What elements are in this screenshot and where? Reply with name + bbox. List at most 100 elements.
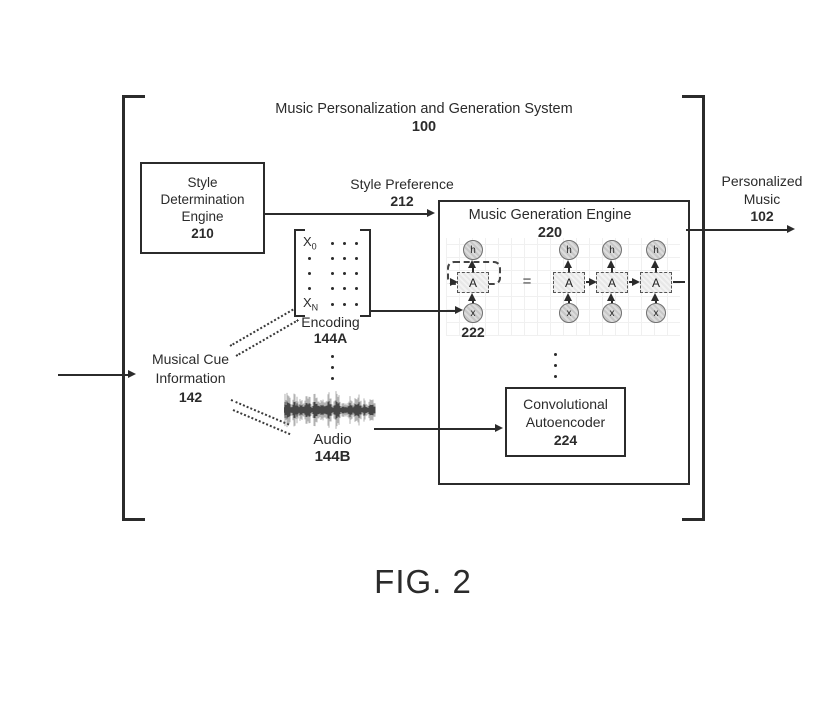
hidden-state-node: h [646,240,666,260]
input-ellipsis-dot [331,377,334,380]
arrow-a-to-h-head [564,260,572,268]
rnn-cell: A [596,272,628,293]
matrix-xn-base: X [303,295,312,310]
input-node: x [463,303,483,323]
figure-caption: FIG. 2 [374,563,472,600]
encoding-ref: 144A [313,330,348,346]
rnn-cell-label: A [607,275,616,290]
encoding-arrow-head [455,306,463,314]
arrow-a-to-h-head [651,260,659,268]
music-engine-title-block: Music Generation Engine 220 [450,206,650,242]
audio-label: Audio [313,431,352,448]
style-preference-arrow-head [427,209,435,217]
autoencoder-line2: Autoencoder [525,414,606,430]
autoencoder-ref: 224 [553,432,578,448]
matrix-dot [343,272,346,275]
rnn-unrolled-unit-1: h A x [549,240,589,324]
matrix-dot [308,272,311,275]
musical-cue-arrow-line [58,374,129,376]
arrow-x-to-a-line [568,300,570,304]
hidden-state-label: h [470,244,476,256]
input-node-label: x [609,307,615,319]
input-node: x [602,303,622,323]
audio-ref: 144B [314,448,351,465]
musical-cue-ref: 142 [178,389,203,405]
matrix-dot [331,303,334,306]
matrix-dot [331,272,334,275]
personalized-music-line1: Personalized [721,173,803,189]
hidden-state-label: h [566,244,572,256]
matrix-dot [343,303,346,306]
matrix-dot [355,242,358,245]
matrix-dot [331,257,334,260]
arrow-x-to-a-head [607,293,615,301]
musical-cue-line1: Musical Cue [151,351,230,367]
matrix-dot [343,242,346,245]
input-node: x [559,303,579,323]
input-node-label: x [653,307,659,319]
hidden-state-node: h [559,240,579,260]
rnn-cell-label: A [468,275,477,290]
matrix-dot [355,303,358,306]
arrow-a-to-h-line [611,267,613,272]
equals-sign: = [522,273,532,290]
cell-trailing-line [673,281,685,283]
rnn-ref: 222 [461,324,485,340]
rnn-cell-label: A [564,275,573,290]
matrix-dot [308,287,311,290]
autoencoder-line1: Convolutional [523,396,608,412]
audio-label-block: Audio 144B [300,431,365,465]
music-engine-title: Music Generation Engine [468,207,632,223]
matrix-x0: X0 [303,234,317,252]
audio-arrow-head [495,424,503,432]
output-arrow-head [787,225,795,233]
rnn-cell: A [553,272,585,293]
system-title: Music Personalization and Generation Sys… [275,101,573,117]
input-node-label: x [566,307,572,319]
style-preference-label: Style Preference 212 [328,176,476,210]
system-ref: 100 [411,119,437,135]
encoding-arrow-line [370,310,455,312]
hidden-state-node: h [463,240,483,260]
audio-arrow-line [374,428,495,430]
matrix-dot [331,287,334,290]
style-engine-line2: Determination [160,192,245,207]
hidden-state-node: h [602,240,622,260]
rnn-cell: A [457,272,489,293]
matrix-x0-base: X [303,234,312,249]
matrix-dot [343,287,346,290]
arrow-a-to-h-line [472,267,474,272]
rnn-unrolled-unit-2: h A x [592,240,632,324]
music-engine-ref: 220 [537,225,563,241]
engine-ellipsis-dot [554,375,557,378]
arrow-x-to-a-head [468,293,476,301]
arrow-x-to-a-head [651,293,659,301]
musical-cue-line2: Information [155,370,226,386]
rnn-cell: A [640,272,672,293]
style-preference-ref: 212 [390,193,414,209]
arrow-x-to-a-line [611,300,613,304]
rnn-cell-label: A [651,275,660,290]
input-ellipsis-dot [331,355,334,358]
system-title-block: Music Personalization and Generation Sys… [240,100,608,136]
hidden-state-label: h [653,244,659,256]
style-determination-engine-box: Style Determination Engine 210 [140,162,265,254]
personalized-music-label-block: Personalized Music 102 [710,173,814,226]
input-node-label: x [470,307,476,319]
matrix-right-bracket [360,229,371,317]
arrow-x-to-a-line [655,300,657,304]
cell-connector-line-1 [586,281,591,283]
style-engine-ref: 210 [191,226,214,241]
style-engine-line1: Style [187,175,218,190]
left-bracket [122,95,145,521]
input-ellipsis-dot [331,366,334,369]
personalized-music-ref: 102 [750,208,774,224]
cell-connector-head-2 [632,278,640,286]
rnn-folded-unit: h A x [453,240,493,324]
matrix-dot [308,257,311,260]
rnn-loop-arrow-head [450,278,458,286]
musical-cue-arrow-head [128,370,136,378]
matrix-dot [355,257,358,260]
audio-waveform [283,385,376,435]
arrow-a-to-h-head [607,260,615,268]
